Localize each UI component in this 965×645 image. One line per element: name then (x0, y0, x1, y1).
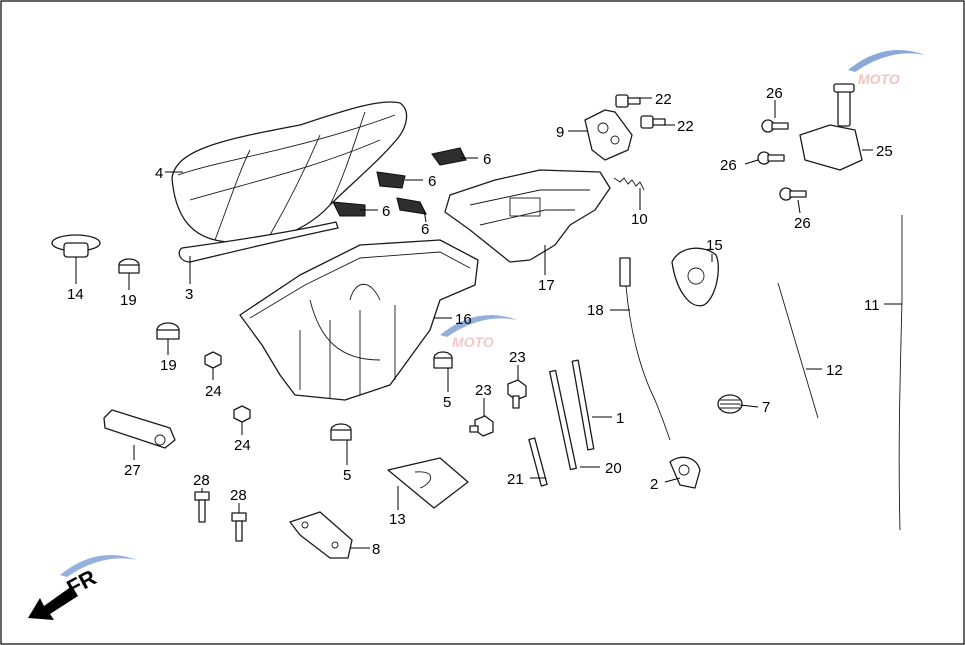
callout-5: 5 (443, 394, 451, 411)
watermark-center: MOTO (440, 315, 517, 350)
rubber-bumper-part (118, 258, 140, 274)
flange-bolt-part (469, 415, 494, 437)
callout-26: 26 (766, 85, 783, 102)
nut-part (204, 351, 222, 369)
callout-26: 26 (794, 215, 811, 232)
seat-hinge-part (289, 511, 353, 559)
rubber-pad-part (431, 147, 467, 166)
seat-rod-part (777, 282, 819, 419)
watermark-text: MOTO (452, 334, 494, 350)
callout-5: 5 (343, 467, 351, 484)
callout-25: 25 (876, 143, 893, 160)
leader-lines (75, 97, 902, 549)
callout-6: 6 (483, 151, 491, 168)
spring-part (613, 177, 645, 191)
callout-21: 21 (507, 471, 524, 488)
latch-bracket-part (584, 109, 633, 161)
seat-lock-cable-part (619, 257, 671, 441)
callout-12: 12 (826, 362, 843, 379)
hinge-plate-part (103, 409, 176, 449)
seat-seal-part (178, 221, 339, 263)
callout-28: 28 (193, 472, 210, 489)
callout-10: 10 (631, 211, 648, 228)
watermark-top-right: MOTO (848, 50, 925, 87)
return-spring-part (717, 394, 743, 414)
callout-24: 24 (205, 383, 222, 400)
callout-14: 14 (67, 286, 84, 303)
callout-3: 3 (185, 286, 193, 303)
owners-manual-part (387, 457, 469, 509)
callout-23: 23 (509, 349, 526, 366)
rubber-pad-part (396, 197, 427, 215)
screw-part (779, 187, 807, 201)
rod-part (549, 369, 577, 471)
long-cable-part (898, 215, 903, 531)
cable-clamp-part (669, 456, 701, 489)
callout-19: 19 (120, 292, 137, 309)
callout-24: 24 (234, 437, 251, 454)
watermark-bottom-left (60, 555, 137, 577)
callout-22: 22 (655, 91, 672, 108)
callout-2: 2 (650, 476, 658, 493)
rubber-pad-part (332, 201, 366, 217)
bolt-part (640, 115, 666, 129)
rubber-bumper-part (433, 351, 453, 369)
rubber-pad-part (376, 171, 406, 189)
callout-18: 18 (587, 302, 604, 319)
rod-part (571, 359, 595, 451)
callout-6: 6 (428, 173, 436, 190)
callout-9: 9 (556, 124, 564, 141)
bolt-part (615, 94, 641, 108)
nut-part (233, 405, 251, 423)
callout-6: 6 (382, 203, 390, 220)
callout-1: 1 (616, 410, 624, 427)
front-arrow-icon (28, 586, 78, 620)
callout-15: 15 (706, 237, 723, 254)
seat-lock-part (799, 83, 863, 171)
callout-22: 22 (677, 118, 694, 135)
callout-13: 13 (389, 511, 406, 528)
seat-part (171, 101, 408, 244)
callout-27: 27 (124, 462, 141, 479)
screw-part (757, 151, 785, 165)
callout-19: 19 (160, 357, 177, 374)
callout-7: 7 (762, 399, 770, 416)
callout-23: 23 (475, 382, 492, 399)
clip-part (51, 234, 101, 258)
rubber-bumper-part (330, 423, 352, 441)
rod-part (528, 437, 548, 487)
callout-8: 8 (372, 541, 380, 558)
callout-20: 20 (605, 460, 622, 477)
lock-cover-part (671, 247, 719, 307)
callout-17: 17 (538, 277, 555, 294)
storage-box-part (239, 239, 479, 401)
callout-4: 4 (155, 165, 163, 182)
callout-labels: 4 6 6 6 6 9 22 22 26 26 26 25 10 17 14 1… (67, 85, 893, 558)
callout-28: 28 (230, 487, 247, 504)
luggage-box-cover-part (444, 169, 611, 263)
watermark-text: MOTO (858, 71, 900, 87)
callout-6: 6 (421, 221, 429, 238)
rubber-bumper-part (156, 322, 180, 340)
callout-11: 11 (864, 297, 880, 314)
callout-26: 26 (720, 157, 737, 174)
screw-part (761, 119, 789, 133)
callout-16: 16 (455, 311, 472, 328)
